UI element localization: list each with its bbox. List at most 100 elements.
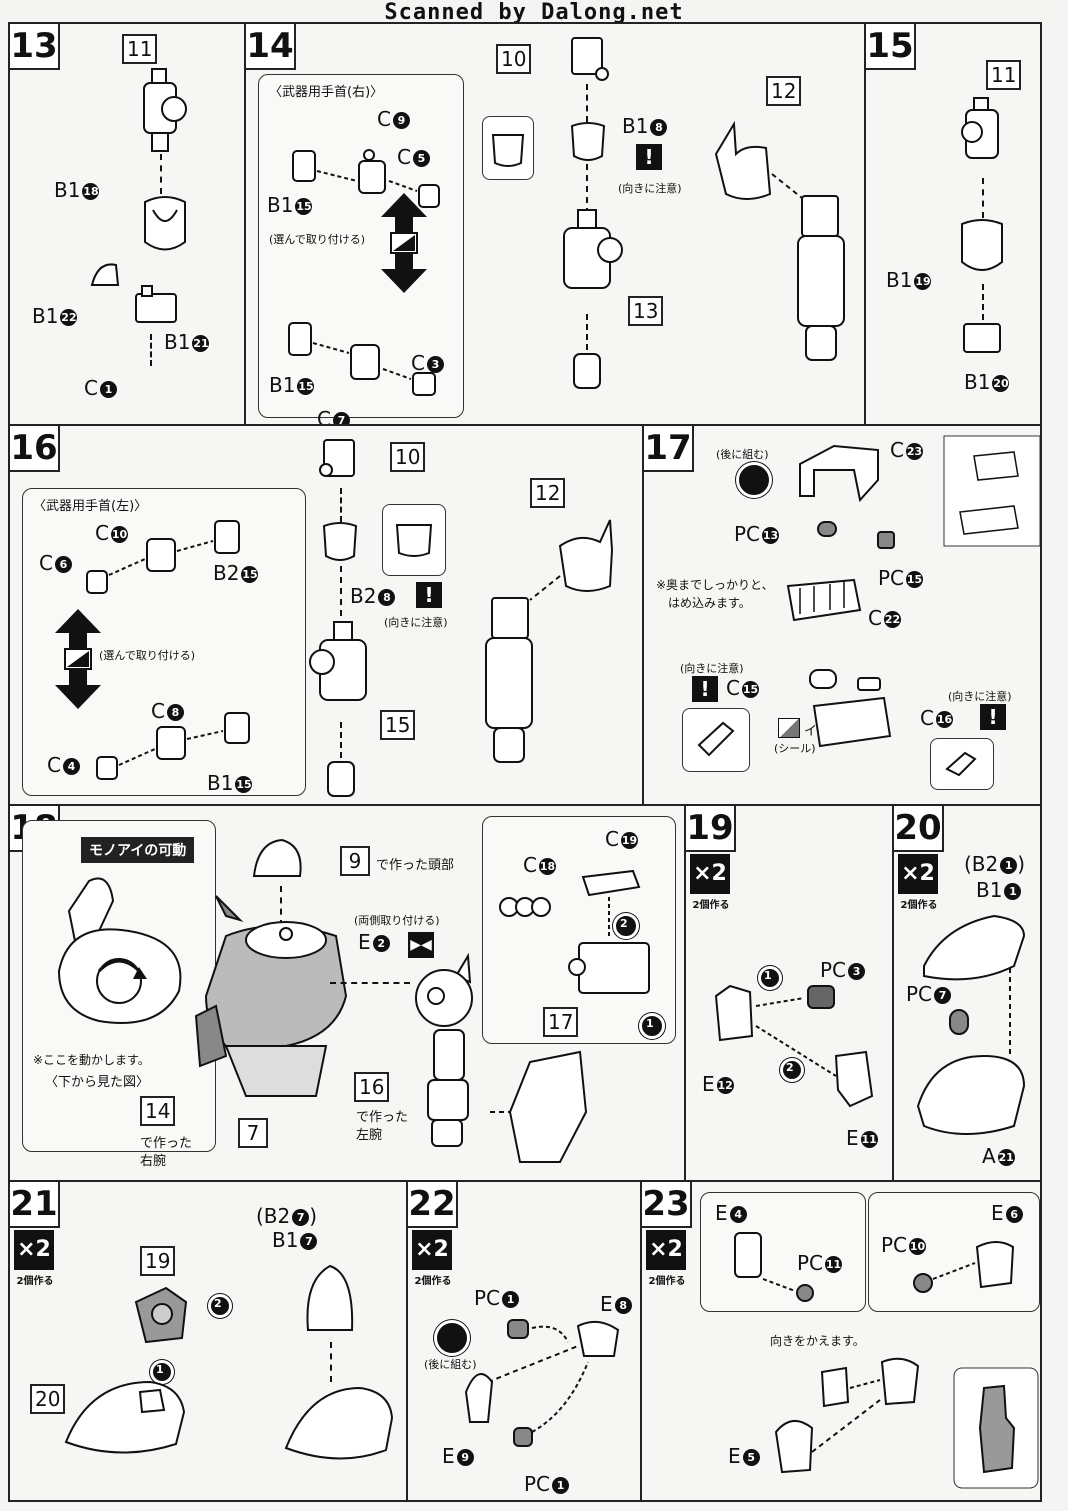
turn-note: 向きをかえます。 xyxy=(770,1334,865,1348)
body-torso xyxy=(194,895,348,1097)
hip-joint-frame xyxy=(799,444,879,503)
make-two-note: 2個作る xyxy=(16,1276,54,1287)
c18-c19-parts xyxy=(499,869,650,994)
left-shoulder-part xyxy=(415,952,473,1027)
shoulder-arm-assembly xyxy=(714,120,845,361)
ref-step-11: 11 xyxy=(122,34,158,64)
caution-note: (向きに注意) xyxy=(618,182,682,195)
caution-icon: ! xyxy=(692,676,718,702)
assembly-arrow xyxy=(280,886,282,926)
head-part xyxy=(252,838,302,877)
assemble-later-note: (後に組む) xyxy=(424,1358,477,1371)
assembly-arrow xyxy=(586,84,588,122)
sticker-icon xyxy=(778,718,800,738)
assembly-arrow xyxy=(982,284,984,320)
make-two-note: 2個作る xyxy=(692,900,730,911)
make-two-badge: ×2 xyxy=(690,854,730,894)
assembly-arrow xyxy=(586,164,588,214)
both-sides-icon: ▶◀ xyxy=(408,932,434,958)
b1-22-part xyxy=(90,263,120,286)
ref16-text2: 左腕 xyxy=(356,1128,383,1143)
choose-note: (選んで取り付ける) xyxy=(269,233,366,246)
step-number: 15 xyxy=(866,24,916,70)
step-number: 14 xyxy=(246,24,296,70)
make-two-note: 2個作る xyxy=(900,900,938,911)
ref-step-12: 12 xyxy=(530,478,566,508)
step-number: 13 xyxy=(10,24,60,70)
left-arm-part xyxy=(427,1029,469,1147)
step-2-marker xyxy=(208,1294,232,1318)
caution-icon: ! xyxy=(636,144,662,170)
b1-18-part xyxy=(144,196,186,251)
choose-double-arrow xyxy=(55,609,101,709)
caution-note: (向きに注意) xyxy=(384,616,448,629)
c22-part xyxy=(786,578,862,622)
monoeye-note: ※ここを動かします。 xyxy=(33,1053,150,1067)
choose-note: (選んで取り付ける) xyxy=(99,649,196,662)
assemble-later-icon xyxy=(736,462,772,498)
ref-step-14: 14 xyxy=(140,1096,176,1126)
assembly-arrow xyxy=(982,178,984,218)
ref-step-11: 11 xyxy=(986,60,1022,90)
step-2-num: 2 xyxy=(214,1297,222,1310)
hand-part xyxy=(573,353,601,389)
hand-parts-upper xyxy=(292,149,440,208)
ref-step-20: 20 xyxy=(30,1384,66,1414)
both-sides-note: (両側取り付ける) xyxy=(354,914,440,927)
hand-part xyxy=(327,761,355,797)
step-number: 16 xyxy=(10,426,60,472)
b1-21-part xyxy=(135,285,177,323)
orientation-callout xyxy=(682,708,750,772)
ref-step-12: 12 xyxy=(766,76,802,106)
forearm-part xyxy=(309,621,367,701)
hand-parts-upper xyxy=(86,520,240,594)
foot-parts xyxy=(916,914,1026,1135)
ref14-text2: 右腕 xyxy=(140,1154,167,1169)
monoeye-illustration xyxy=(57,877,182,1024)
final-joint-assembly xyxy=(774,1357,920,1474)
make-two-badge: ×2 xyxy=(412,1230,452,1270)
leg-frame-part xyxy=(490,1050,588,1163)
make-two-badge: ×2 xyxy=(646,1230,686,1270)
monoeye-box: モノアイの可動 ※ここを動かします。 〈下から見た図〉 xyxy=(22,820,216,1152)
armor-part xyxy=(306,1264,354,1331)
ref-step-9: 9 xyxy=(340,846,370,876)
step-1-marker xyxy=(758,966,782,990)
joint-parts xyxy=(464,1319,620,1447)
hand-parts-lower xyxy=(288,322,436,396)
hip-joint-part xyxy=(134,1286,188,1344)
caution-icon: ! xyxy=(416,582,442,608)
assembly-arrow xyxy=(340,566,342,616)
orientation-callout xyxy=(930,738,994,790)
sub-title: 〈武器用手首(右)〉 xyxy=(269,85,384,100)
arm-assembly-illustration xyxy=(143,68,187,152)
